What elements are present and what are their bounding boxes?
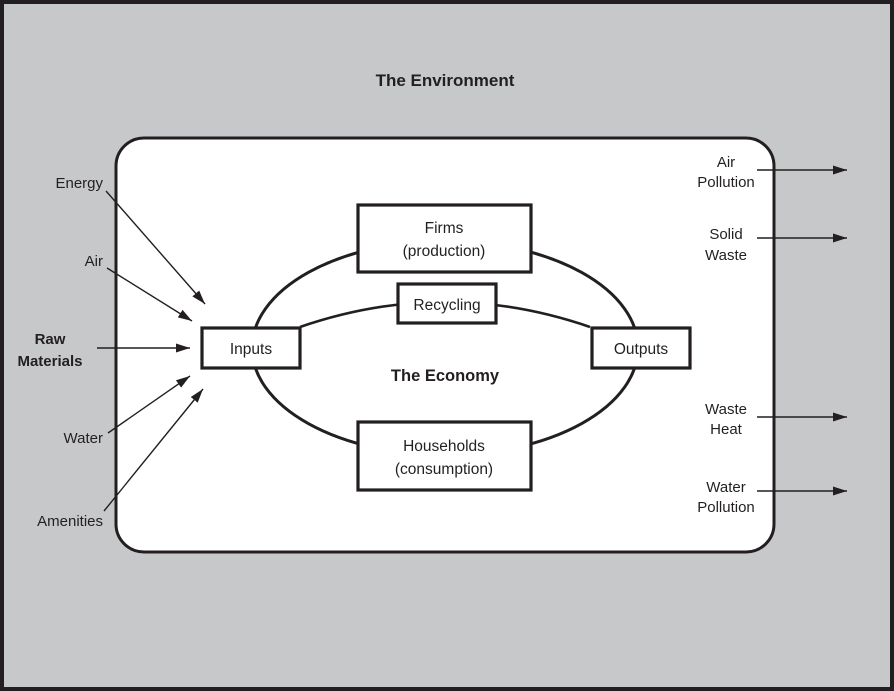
water-arrow [107,375,191,434]
air-pollution-label-line2: Pollution [697,174,755,191]
input-arrows [97,190,206,512]
inputs-label: Inputs [230,341,272,358]
water-label: Water [64,430,103,447]
households-node: Households (consumption) [356,420,533,492]
amenities-arrow [103,388,204,512]
economy-panel [114,136,776,554]
energy-arrow [105,190,206,305]
economy-title: The Economy [391,367,500,385]
waste-heat-label-line1: Waste [705,401,747,418]
water-pollution-label-line2: Pollution [697,499,755,516]
air-arrow [106,267,193,322]
firms-box [356,203,533,274]
water-pollution-label: Water Pollution [697,479,755,516]
solid-waste-label: Solid Waste [705,226,747,264]
inputs-node: Inputs [200,326,302,370]
firms-label-line2: (production) [403,243,486,260]
input-labels: Energy Air Raw Materials Water Amenities [17,175,103,530]
energy-label: Energy [55,175,103,192]
amenities-label: Amenities [37,513,103,530]
solid-waste-label-line2: Waste [705,247,747,264]
recycling-node: Recycling [396,282,498,325]
air-pollution-label-line1: Air [717,154,735,171]
households-label-line1: Households [403,438,485,455]
firms-node: Firms (production) [356,203,533,274]
inputs-box [200,326,302,370]
output-arrows [757,165,847,496]
households-label-line2: (consumption) [395,461,493,478]
air-pollution-label: Air Pollution [697,154,755,191]
waste-heat-label-line2: Heat [710,421,743,438]
solid-waste-label-line1: Solid [709,226,742,243]
raw-materials-label-line2: Materials [17,353,82,370]
air-label: Air [85,253,103,270]
outputs-label: Outputs [614,341,669,358]
environment-title: The Environment [376,71,515,90]
households-box [356,420,533,492]
raw-materials-label-line1: Raw [35,331,66,348]
raw-materials-label: Raw Materials [17,331,82,370]
water-pollution-label-line1: Water [706,479,745,496]
firms-label-line1: Firms [425,220,464,237]
recycling-box [396,282,498,325]
outputs-box [590,326,692,370]
recycling-label: Recycling [413,297,480,314]
waste-heat-label: Waste Heat [705,401,747,438]
outputs-node: Outputs [590,326,692,370]
output-labels: Air Pollution Solid Waste Waste Heat Wat… [697,154,755,516]
